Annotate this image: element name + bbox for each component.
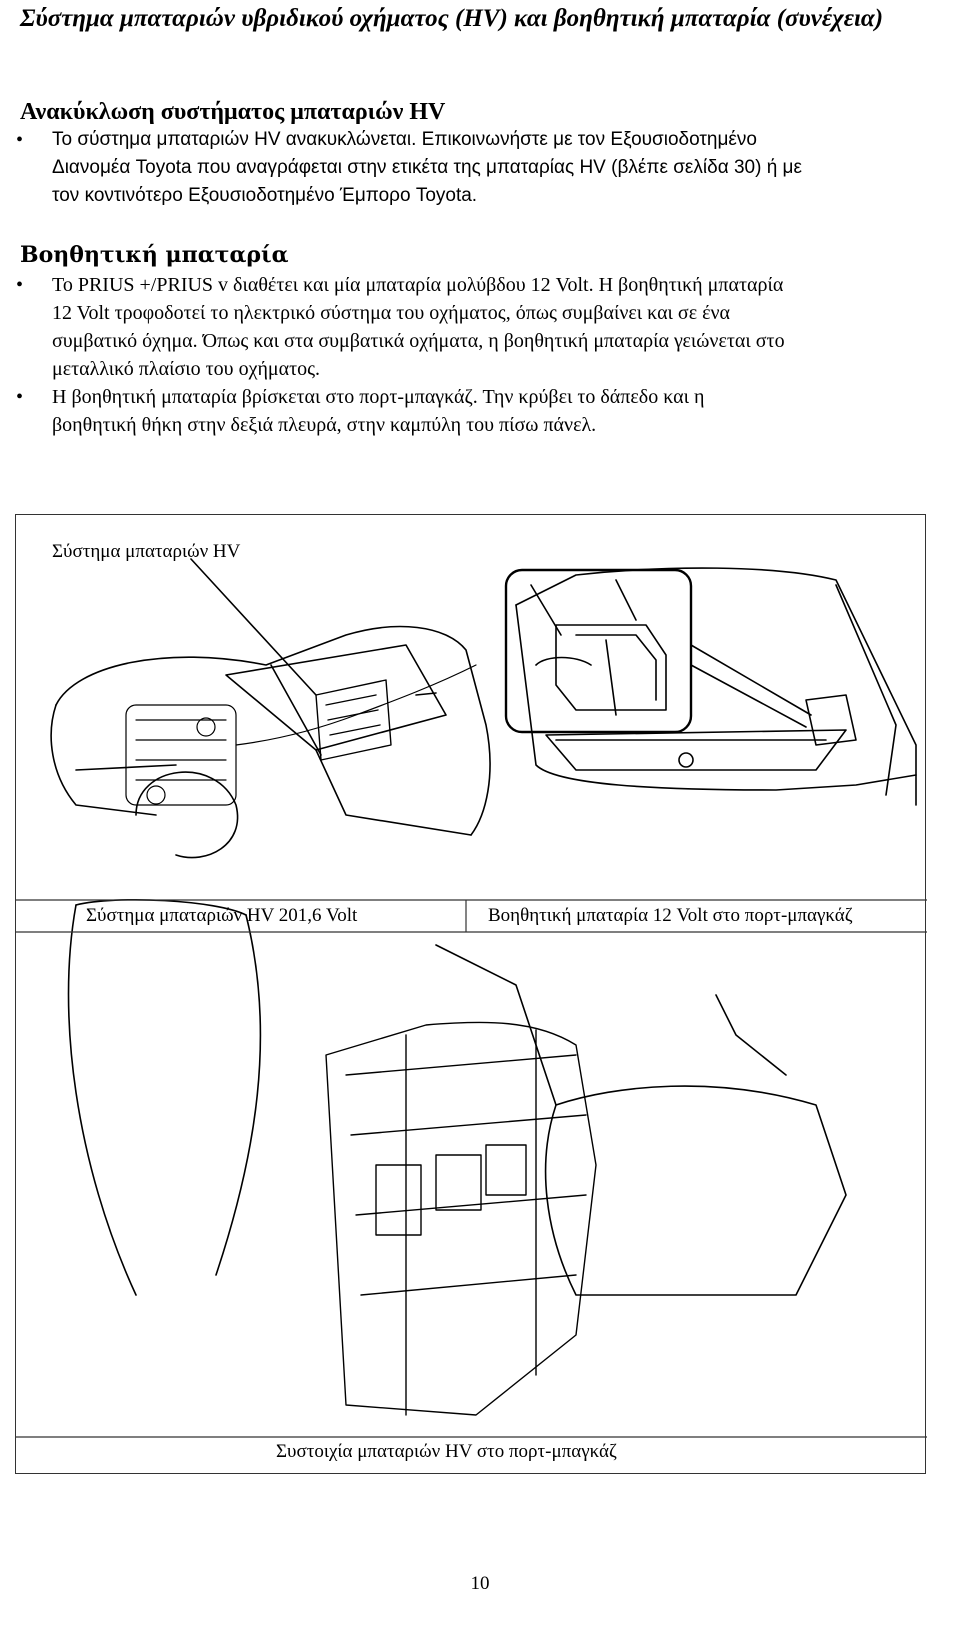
aux-battery-paragraph-2: Η βοηθητική μπαταρία βρίσκεται στο πορτ-… xyxy=(52,383,932,439)
text-line: συμβατικό όχημα. Όπως και στα συμβατικά … xyxy=(52,330,785,352)
page-title: Σύστημα μπαταριών υβριδικού οχήματος (HV… xyxy=(20,5,884,32)
hv-battery-pack-drawing xyxy=(315,679,392,761)
caption-hv-battery-stack: Συστοιχία μπαταριών HV στο πορτ-μπαγκάζ xyxy=(276,1441,617,1462)
text-line: τον κοντινότερο Εξουσιοδοτημένο Έμπορο T… xyxy=(52,185,478,206)
inset-pointer-line xyxy=(690,664,807,728)
car-front-drawing xyxy=(50,625,491,859)
bullet-icon: • xyxy=(16,129,24,151)
caption-hv-battery-voltage: Σύστημα μπαταριών HV 201,6 Volt xyxy=(86,905,358,926)
text-line: μεταλλικό πλαίσιο του οχήματος. xyxy=(52,358,321,380)
callout-hv-battery: Σύστημα μπαταριών HV xyxy=(52,541,241,562)
caption-auxiliary-battery: Βοηθητική μπαταρία 12 Volt στο πορτ-μπαγ… xyxy=(488,905,853,926)
recycling-paragraph: Το σύστημα μπαταριών HV ανακυκλώνεται. Ε… xyxy=(52,126,932,210)
text-line: Το σύστημα μπαταριών HV ανακυκλώνεται. Ε… xyxy=(52,129,757,150)
aux-battery-paragraph-1: Το PRIUS +/PRIUS v διαθέτει και μία μπατ… xyxy=(52,271,932,383)
trunk-drawing xyxy=(515,567,917,806)
bullet-icon: • xyxy=(16,386,24,408)
engine-drawing xyxy=(125,664,477,806)
inset-detail-drawing xyxy=(504,568,693,734)
page-number: 10 xyxy=(470,1573,490,1594)
vehicle-illustration xyxy=(16,558,927,1438)
text-line: Η βοηθητική μπαταρία βρίσκεται στο πορτ-… xyxy=(52,386,705,408)
text-line: βοηθητική θήκη στην δεξιά πλευρά, στην κ… xyxy=(52,414,597,436)
text-line: Το PRIUS +/PRIUS v διαθέτει και μία μπατ… xyxy=(52,274,784,296)
callout-line xyxy=(190,558,317,696)
bullet-icon: • xyxy=(16,274,24,296)
text-line: Διανομέα Toyota που αναγράφεται στην ετι… xyxy=(52,157,802,178)
section-heading-auxiliary-battery: Βοηθητική μπαταρία xyxy=(20,242,289,268)
text-line: 12 Volt τροφοδοτεί το ηλεκτρικό σύστημα … xyxy=(52,302,731,324)
battery-location-figure: Σύστημα μπαταριών HV Σύστημα μπαταριών H… xyxy=(15,514,927,1474)
rear-seat-drawing xyxy=(67,898,847,1296)
inset-pointer-line xyxy=(690,644,812,716)
section-heading-recycling: Ανακύκλωση συστήματος μπαταριών HV xyxy=(20,99,446,125)
hv-battery-stack-drawing xyxy=(325,1021,597,1416)
